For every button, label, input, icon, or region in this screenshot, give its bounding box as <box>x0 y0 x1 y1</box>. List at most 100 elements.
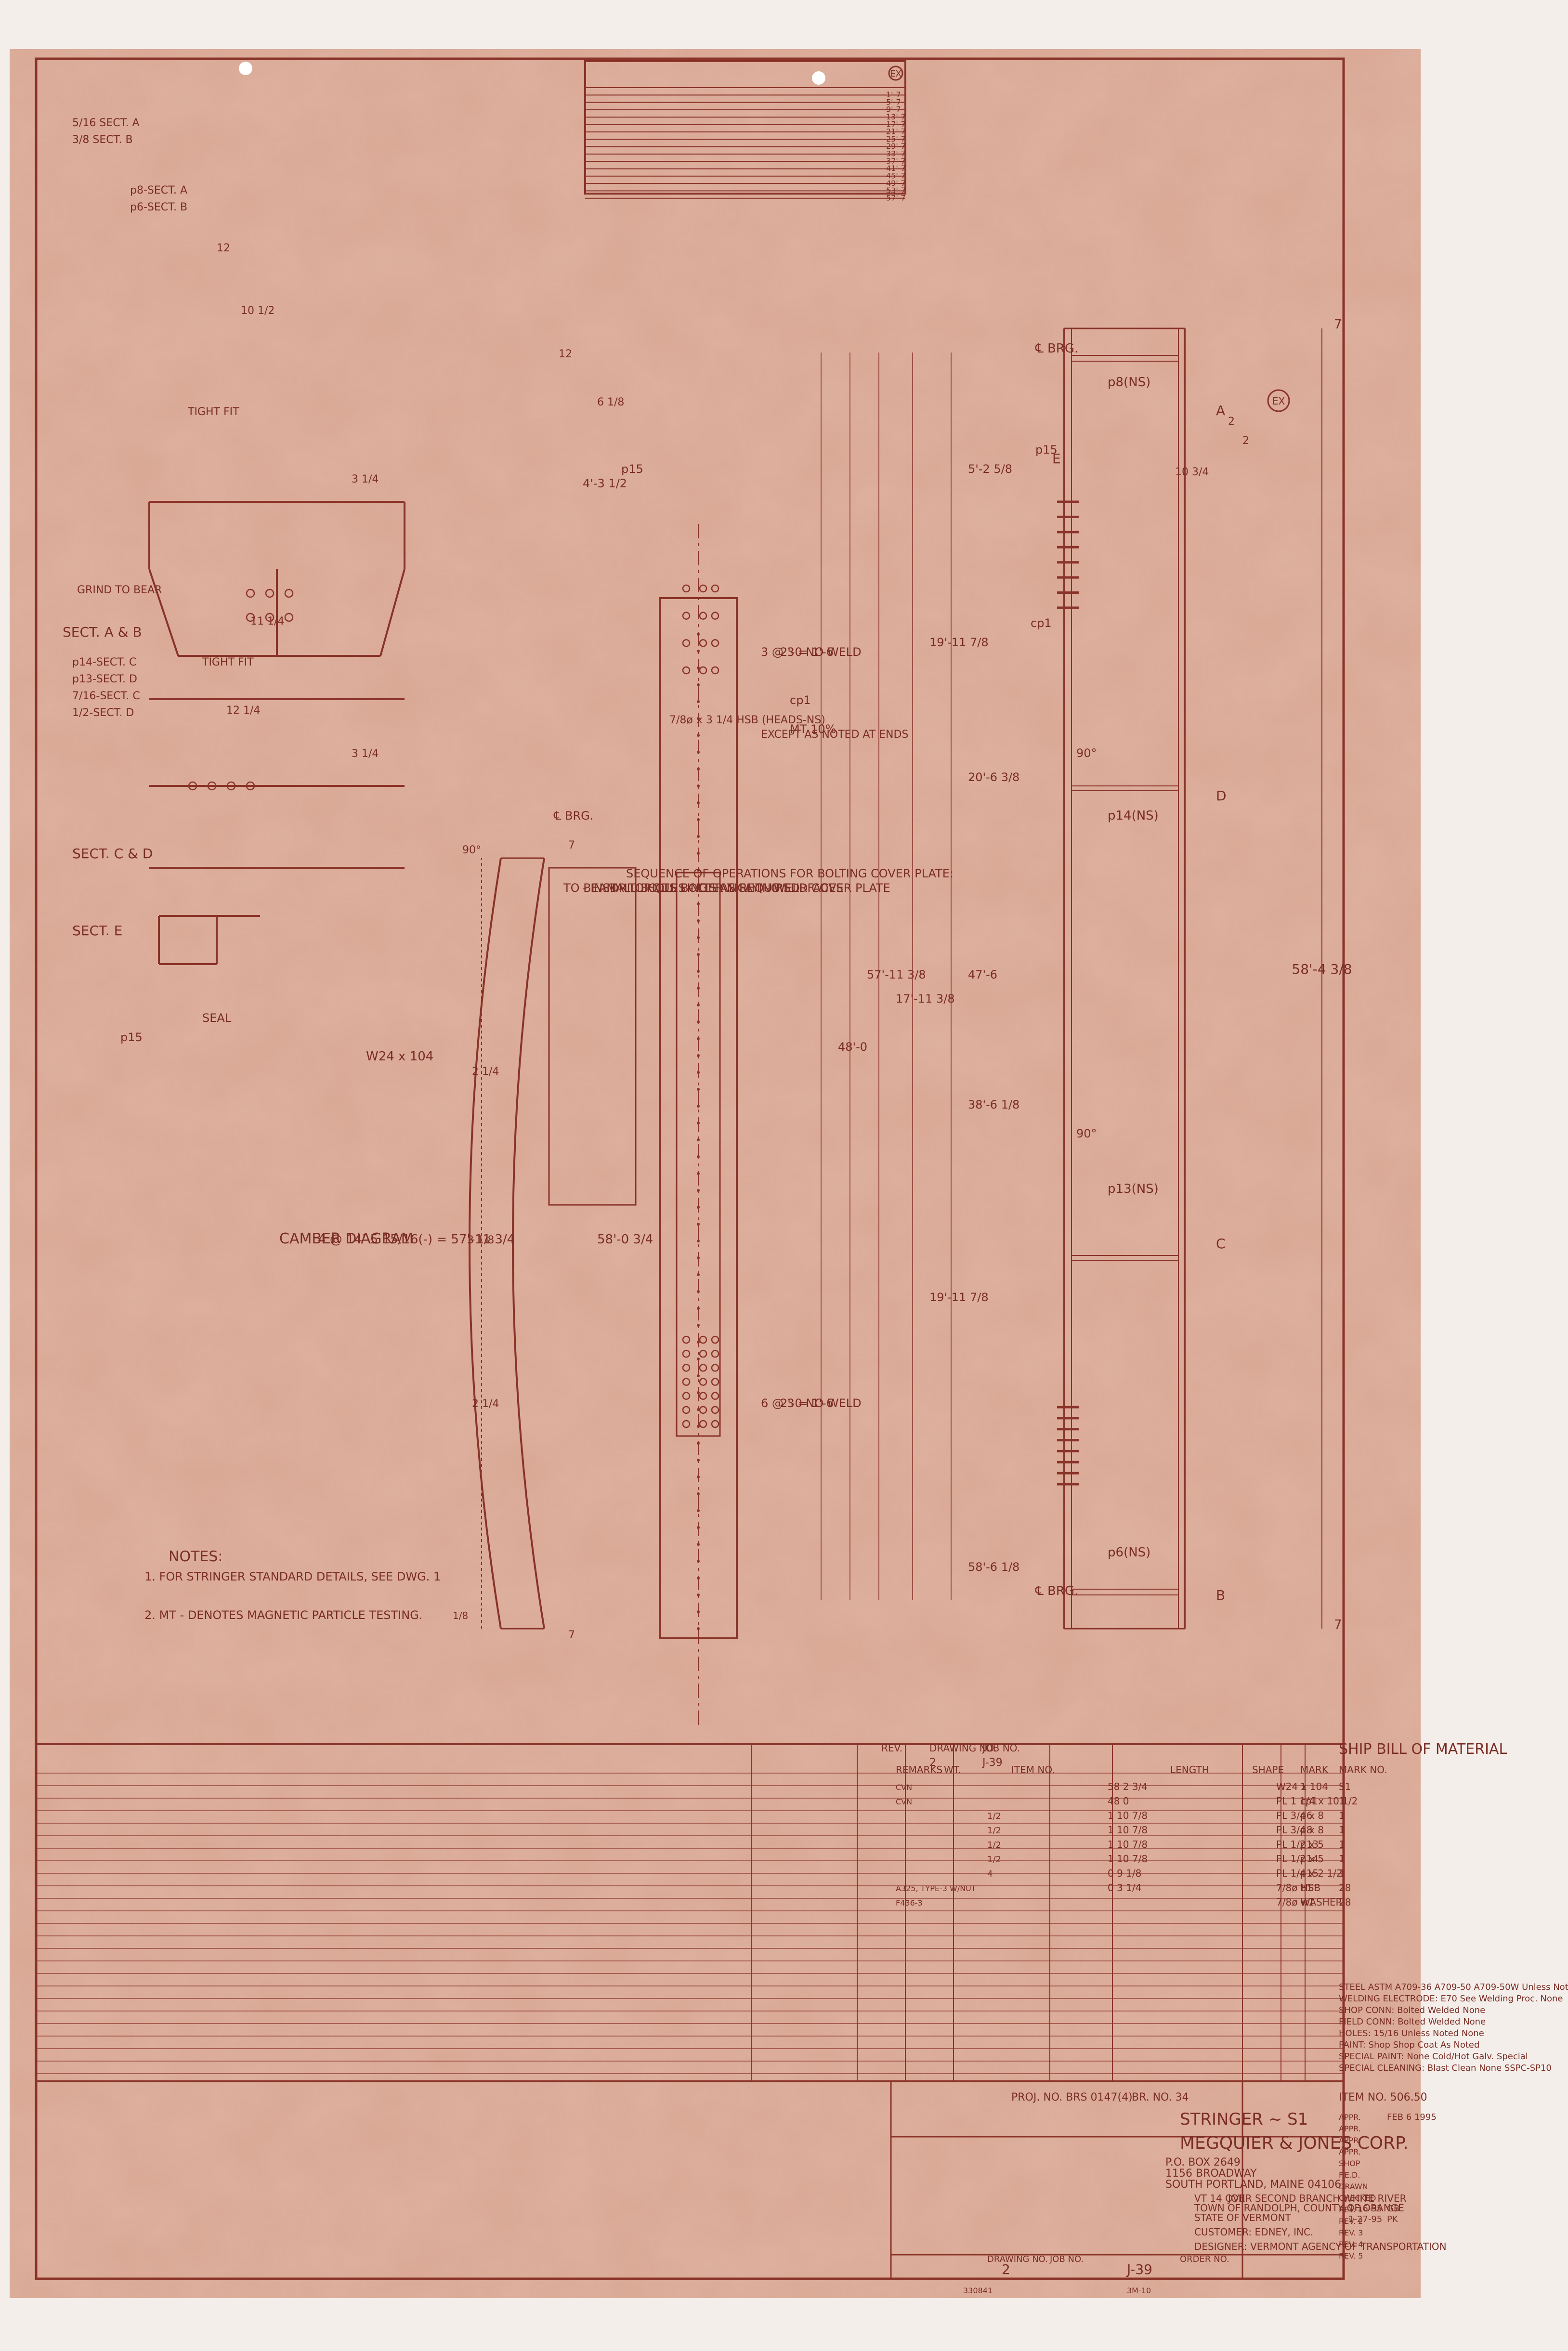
weld-mark <box>697 1256 700 1259</box>
ex-row: 25'-7 <box>886 134 906 144</box>
bolt-hole <box>699 666 707 675</box>
bom-length: 0 9 1/8 <box>1108 1868 1141 1879</box>
p15-label: p15 <box>1035 443 1058 457</box>
weld-mark <box>697 633 700 636</box>
sect-ab-label: p6-SECT. B <box>130 201 187 213</box>
tb-drawing-no: 2 <box>1002 2261 1010 2277</box>
bolt-hole <box>226 781 236 791</box>
weld-mark <box>697 650 700 653</box>
bom-shape: PL 3/4 x 8 <box>1276 1824 1324 1836</box>
ex-row: 45'-7 <box>886 171 906 180</box>
weld-mark <box>697 1526 700 1529</box>
weld-mark <box>697 1172 700 1175</box>
weld-mark <box>697 1459 700 1462</box>
plan-6: 6 1/8 <box>597 396 624 408</box>
bolt-hole <box>284 588 294 598</box>
bom-mark: p13 <box>1300 1839 1319 1850</box>
ex-tag: EX <box>1272 395 1285 407</box>
section-e: SECT. E SEAL p15 <box>72 915 260 1044</box>
sec-c-label: C <box>1216 1236 1226 1252</box>
bolt-hole <box>188 781 197 791</box>
weld-mark <box>697 1560 700 1563</box>
running-dim: 58'-6 1/8 <box>968 1560 1019 1574</box>
running-dim: 38'-6 1/8 <box>968 1098 1019 1111</box>
bom-remark: A325, TYPE-3 W/NUT <box>896 1884 976 1893</box>
running-dim: 19'-11 7/8 <box>929 636 989 649</box>
weld-mark <box>697 869 700 872</box>
weld-mark <box>697 1341 700 1344</box>
camber-end-r: 7 <box>568 1629 575 1641</box>
sect-cd-label: TIGHT FIT <box>202 656 254 668</box>
bom-shape: PL 1/4 x 2 1/2 <box>1276 1868 1343 1879</box>
item-no: ITEM NO. 506.50 <box>1339 2091 1427 2103</box>
appr-label: APPR. <box>1339 2113 1361 2122</box>
bolt-hole <box>711 1392 719 1400</box>
bom-header: LENGTH <box>1170 1764 1209 1776</box>
sect-ab-label: p8-SECT. A <box>130 184 187 196</box>
bom-shape: PL 1 1/4 x 10 1/2 <box>1276 1795 1358 1807</box>
bolt-hole <box>682 1364 691 1372</box>
bom-mark: b1 <box>1300 1882 1312 1894</box>
weld-mark <box>697 818 700 821</box>
camber-title: CAMBER DIAGRAM <box>279 1230 414 1247</box>
weld-mark <box>697 683 700 686</box>
job-line: VT 14 OVER SECOND BRANCH WHITE RIVER <box>1194 2193 1407 2204</box>
weld-mark <box>697 768 700 771</box>
sect-e-seal: SEAL <box>202 1011 232 1025</box>
notes-title: NOTES: <box>169 1548 223 1565</box>
ex-header: EX <box>890 69 902 79</box>
flange-plan: 2'-0 NO WELD 3 @ 3 = 1'-6 2'-0 NO WELD 6… <box>559 348 908 1725</box>
bolt-hole <box>682 1335 691 1344</box>
bolt-hole <box>699 1335 707 1344</box>
appr-label: APPR. <box>1339 2136 1361 2145</box>
weld-mark <box>697 1627 700 1630</box>
sect-ab-label: 10 1/2 <box>241 305 274 317</box>
appr-label: REV. 4 <box>1339 2240 1363 2249</box>
p14-label: p14(NS) <box>1108 809 1159 823</box>
ex-table: EX 1'-75'-79'-713'-717'-721'-725'-729'-7… <box>584 60 906 202</box>
bom-header: SHAPE <box>1252 1764 1284 1776</box>
bolt-hole <box>246 781 255 791</box>
bolt-hole <box>711 666 719 675</box>
bom-drawing-no: 2 <box>929 1757 936 1769</box>
bolt-hole <box>207 781 217 791</box>
appr-label: REV. 3 <box>1339 2228 1363 2237</box>
ex-row: 1'-7 <box>886 90 901 99</box>
sect-e-title: SECT. E <box>72 923 122 939</box>
appr-label: CHECKED <box>1339 2194 1376 2203</box>
sequence-line: TO BEAM - TORQUE BOLTS AS REQUIRED <box>563 881 800 895</box>
sequence-line: - INSTALL BOLTS FINGER TIGHT - WELD COVE… <box>583 881 890 895</box>
spec-row: STEEL ASTM A709-36 A709-50 A709-50W Unle… <box>1339 1982 1568 1992</box>
running-dim: 48'-0 <box>838 1040 867 1054</box>
weld-mark <box>697 784 700 787</box>
bolt-hole <box>682 1378 691 1386</box>
weld-mark <box>697 1391 700 1394</box>
ex-row: 53'-7 <box>886 186 906 195</box>
weld-mark <box>697 1223 700 1226</box>
bom-rev-label: REV. <box>881 1742 902 1754</box>
bom-qty: 28 <box>1339 1882 1351 1894</box>
bom-mark: p8 <box>1300 1824 1312 1836</box>
weld-mark <box>697 1290 700 1293</box>
sec-e-label: E <box>1052 451 1061 467</box>
designer: DESIGNER: VERMONT AGENCY OF TRANSPORTATI… <box>1194 2241 1447 2252</box>
bolt-hole <box>711 1406 719 1414</box>
bolt-hole <box>246 588 255 598</box>
bom-qty: S1 <box>1339 1781 1351 1792</box>
weld-mark <box>697 1105 700 1108</box>
order-label: ORDER NO. <box>1180 2254 1229 2264</box>
weld-mark <box>697 1240 700 1242</box>
dim-10: 10 3/4 <box>1175 466 1209 478</box>
bolt-hole <box>699 612 707 620</box>
sec-b-label: B <box>1216 1587 1225 1603</box>
except-label: EXCEPT AS NOTED AT ENDS <box>761 729 908 741</box>
bom-shape: W24 x 104 <box>1276 1781 1328 1792</box>
notes: NOTES: 1. FOR STRINGER STANDARD DETAILS,… <box>144 1548 441 1622</box>
spec-row: SPECIAL CLEANING: Blast Clean None SSPC-… <box>1339 2063 1552 2073</box>
ex-row: 13'-7 <box>886 112 906 121</box>
ex-row: 41'-7 <box>886 164 906 173</box>
weld-mark <box>697 1492 700 1495</box>
weld-mark <box>697 835 700 838</box>
